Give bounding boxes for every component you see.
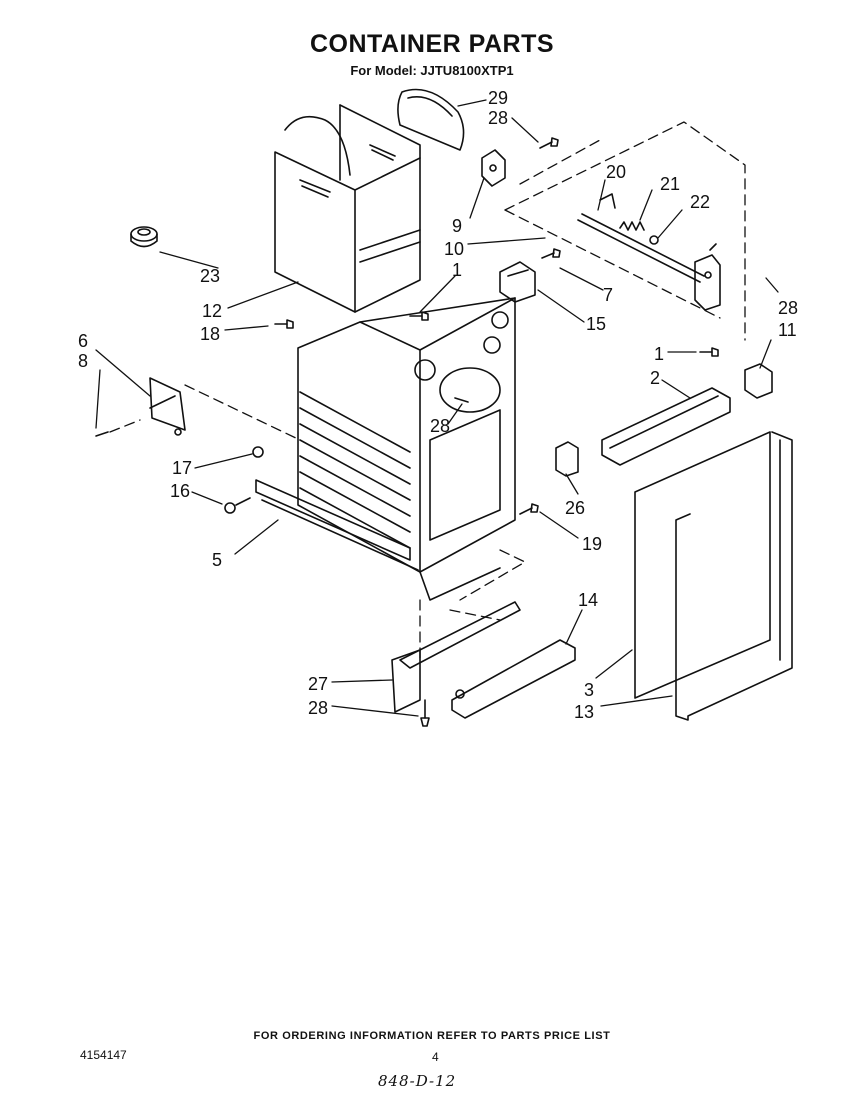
callout-14: 14 (578, 590, 598, 610)
callout-8: 8 (78, 351, 88, 371)
part-5-rail (255, 479, 419, 571)
right-bracket (694, 243, 721, 311)
callout-6: 6 (78, 331, 88, 351)
part-15-hinge (499, 261, 536, 303)
callout-18: 18 (200, 324, 220, 344)
screw-8 (95, 431, 109, 437)
screw-19 (519, 503, 539, 515)
dashed-frame-top (504, 121, 746, 341)
callout-28-mid: 28 (430, 416, 450, 436)
callout-3: 3 (584, 680, 594, 700)
part-14-tray (399, 601, 576, 719)
part-26-clip (555, 441, 579, 477)
callout-numbers: 29 28 20 21 22 9 10 23 1 7 12 28 15 18 1… (78, 88, 798, 722)
screw-1-left (409, 311, 429, 321)
page-title: CONTAINER PARTS (309, 30, 555, 58)
screw-18 (274, 319, 294, 329)
callout-22: 22 (690, 192, 710, 212)
dashed-lead-left (109, 384, 301, 441)
part-9-bracket (481, 149, 506, 187)
part-13-door-frame (675, 431, 793, 721)
callout-2: 2 (650, 368, 660, 388)
callout-1-left: 1 (452, 260, 462, 280)
callout-13: 13 (574, 702, 594, 722)
callout-28-bottom: 28 (308, 698, 328, 718)
callout-5: 5 (212, 550, 222, 570)
callout-23: 23 (200, 266, 220, 286)
callout-10: 10 (444, 239, 464, 259)
part-12-container (274, 104, 421, 313)
part-17-nut (252, 446, 264, 458)
part-3-door-panel (634, 431, 771, 699)
callout-12: 12 (202, 301, 222, 321)
callout-17: 17 (172, 458, 192, 478)
callout-7: 7 (603, 285, 613, 305)
screw-7 (541, 248, 561, 259)
part-16-screw (224, 497, 251, 514)
page-number: 4 (432, 1050, 439, 1064)
callout-19: 19 (582, 534, 602, 554)
callout-27: 27 (308, 674, 328, 694)
callout-1-right: 1 (654, 344, 664, 364)
screw-1-right (699, 347, 719, 357)
part-22-washer (649, 235, 659, 245)
callout-16: 16 (170, 481, 190, 501)
document-number: 4154147 (80, 1048, 127, 1062)
callout-29: 29 (488, 88, 508, 108)
main-housing (297, 297, 516, 601)
ordering-note: FOR ORDERING INFORMATION REFER TO PARTS … (253, 1030, 611, 1042)
part-27-bracket (391, 649, 465, 713)
callout-20: 20 (606, 162, 626, 182)
part-23-cap (130, 226, 158, 248)
callout-9: 9 (452, 216, 462, 236)
leader-lines (95, 99, 779, 717)
callout-28-right: 28 (778, 298, 798, 318)
callout-28-top: 28 (488, 108, 508, 128)
handwritten-code: 848-D-12 (378, 1072, 457, 1090)
part-2-channel (601, 387, 731, 466)
screw-28-bottom (420, 699, 430, 727)
part-11-clip (744, 363, 773, 399)
part-6-bracket (149, 377, 186, 436)
callout-21: 21 (660, 174, 680, 194)
part-20-rod (577, 193, 705, 283)
callout-11: 11 (778, 320, 797, 340)
part-29-shield (397, 88, 465, 151)
callout-26: 26 (565, 498, 585, 518)
screw-28-top (539, 137, 559, 149)
part-21-spring (619, 221, 645, 231)
callout-15: 15 (586, 314, 606, 334)
model-subtitle: For Model: JJTU8100XTP1 (350, 63, 514, 78)
